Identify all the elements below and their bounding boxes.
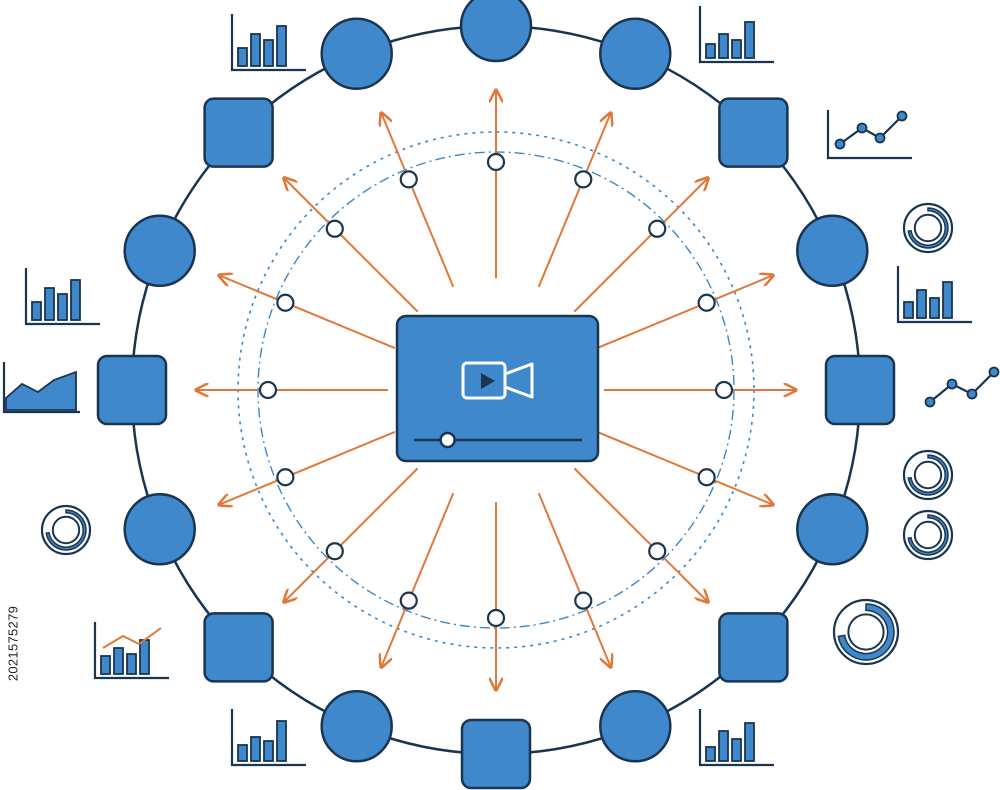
relay-node xyxy=(276,293,295,312)
video-progress-knob[interactable] xyxy=(439,431,456,449)
network-node-circle[interactable] xyxy=(123,214,196,287)
signal-arrow xyxy=(596,430,773,505)
signal-arrow xyxy=(381,113,455,288)
bar-chart-icon xyxy=(230,709,306,767)
network-node-square[interactable] xyxy=(203,97,274,168)
video-player[interactable] xyxy=(395,314,600,463)
donut-chart-icon xyxy=(902,202,954,254)
relay-node xyxy=(697,468,716,487)
relay-node xyxy=(399,591,418,610)
network-node-circle[interactable] xyxy=(796,214,869,287)
play-icon xyxy=(481,373,495,389)
video-camera-icon xyxy=(461,361,534,400)
relay-node xyxy=(714,380,734,400)
network-node-square[interactable] xyxy=(203,612,274,683)
area-chart-icon xyxy=(2,362,80,414)
line-chart-icon xyxy=(924,366,1000,408)
relay-node xyxy=(648,219,667,238)
donut-chart-icon xyxy=(832,598,900,666)
relay-node xyxy=(325,219,344,238)
signal-arrow xyxy=(537,113,611,288)
signal-arrow xyxy=(219,275,396,350)
relay-node xyxy=(574,591,593,610)
network-node-circle[interactable] xyxy=(459,0,533,63)
relay-node xyxy=(486,152,506,172)
arrows xyxy=(196,90,796,690)
signal-arrow xyxy=(284,467,419,602)
network-node-circle[interactable] xyxy=(320,17,393,90)
network-node-square[interactable] xyxy=(824,354,896,426)
mini-charts xyxy=(2,6,1000,767)
network-node-square[interactable] xyxy=(718,97,789,168)
network-node-circle[interactable] xyxy=(123,493,196,566)
bar-chart-icon xyxy=(24,268,100,326)
signal-arrow xyxy=(596,275,773,350)
network-node-circle[interactable] xyxy=(599,17,672,90)
relay-node xyxy=(486,608,506,628)
relay-node xyxy=(697,293,716,312)
donut-chart-icon xyxy=(902,449,954,501)
signal-arrow xyxy=(381,492,455,667)
line-chart-icon xyxy=(826,110,912,160)
bar-chart-icon xyxy=(230,14,306,72)
signal-arrow xyxy=(284,178,419,313)
relay-node xyxy=(325,542,344,561)
bar-chart-icon xyxy=(698,709,774,767)
signal-arrow xyxy=(573,178,708,313)
relay-node xyxy=(258,380,278,400)
network-node-circle[interactable] xyxy=(796,493,869,566)
network-node-square[interactable] xyxy=(718,612,789,683)
outer-nodes xyxy=(96,0,896,790)
network-node-circle[interactable] xyxy=(599,690,672,763)
bar-chart-icon xyxy=(896,266,972,324)
signal-arrow xyxy=(573,467,708,602)
signal-arrow xyxy=(219,430,396,505)
relay-node xyxy=(276,468,295,487)
video-player-screen xyxy=(395,314,600,463)
donut-chart-icon xyxy=(902,509,954,561)
stock-id-text: 2021575279 xyxy=(5,605,21,682)
network-node-square[interactable] xyxy=(460,718,532,790)
network-node-circle[interactable] xyxy=(320,690,393,763)
bar-chart-icon xyxy=(698,6,774,64)
signal-arrow xyxy=(537,492,611,667)
bar-line-chart-icon xyxy=(93,622,169,680)
relay-node xyxy=(399,170,418,189)
relay-node xyxy=(574,170,593,189)
donut-chart-icon xyxy=(40,504,92,556)
relay-node xyxy=(648,542,667,561)
network-node-square[interactable] xyxy=(96,354,168,426)
